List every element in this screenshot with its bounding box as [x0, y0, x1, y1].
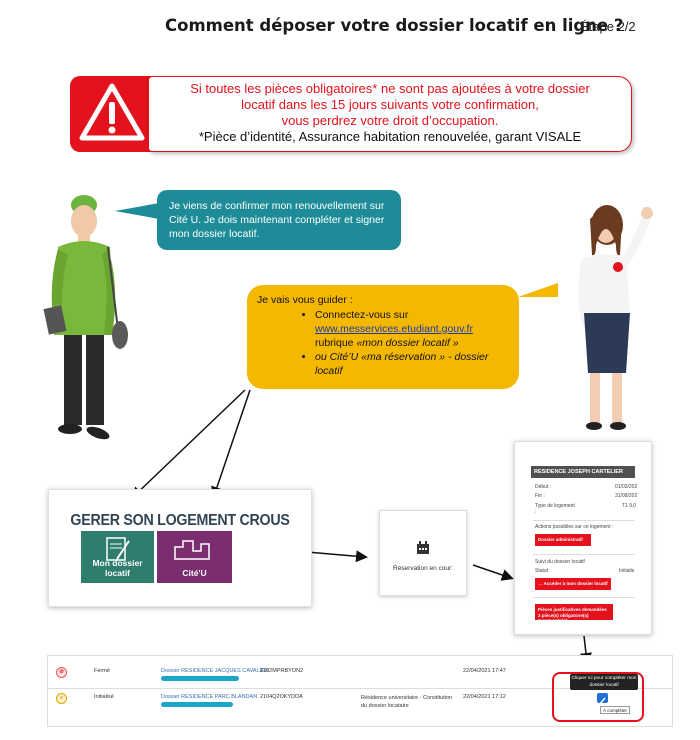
pieces-line-1: Pièces justificatives demandées	[538, 607, 607, 612]
row-dossier-link[interactable]: Dossier RESIDENCE JACQUES CAVALIER	[161, 668, 269, 674]
rubrique-text: rubrique	[315, 337, 354, 349]
student-bubble-tail	[115, 203, 159, 219]
redacted-bar	[161, 676, 239, 681]
step-indicator: Étape 2/2	[580, 19, 636, 34]
reservation-card[interactable]: Réservation en cour:	[379, 510, 467, 596]
residence-name: RESIDENCE JOSEPH CARTELIER	[531, 466, 635, 478]
type-value: T1 9,0	[622, 503, 637, 509]
fin-value: 31/08/202	[615, 493, 638, 499]
pieces-line-2: 2 pièce(s) obligatoire(s) manquante(s)	[538, 612, 589, 624]
tile-dossier-label: Mon dossier locatif	[92, 558, 143, 578]
type-label: Type de logement :	[535, 503, 575, 515]
warning-banner: Si toutes les pièces obligatoires* ne so…	[70, 76, 632, 152]
tile-mon-dossier-locatif[interactable]: Mon dossier locatif	[81, 531, 154, 583]
warning-triangle-icon	[79, 83, 145, 141]
student-speech-bubble: Je viens de confirmer mon renouvellement…	[157, 190, 401, 250]
pencil-icon	[599, 697, 606, 705]
warning-icon-panel	[70, 76, 154, 152]
complete-tooltip: Cliquer ici pour compléter mon dossier l…	[570, 674, 638, 690]
row-date: 22/04/2021 17:47	[463, 668, 506, 674]
row-status: Fermé	[94, 668, 110, 674]
dossier-table: ⊘ Fermé Dossier RESIDENCE JACQUES CAVALI…	[47, 655, 673, 727]
residence-card: RESIDENCE JOSEPH CARTELIER Début : 01/03…	[514, 441, 652, 635]
warning-line-3: vous perdrez votre droit d’occupation.	[281, 113, 499, 128]
complete-action-highlight	[552, 672, 644, 722]
row-reference: 2104Q2OKYDDA	[260, 694, 303, 700]
statut-value: Initialis	[619, 568, 635, 574]
rubrique-name: «mon dossier locatif »	[356, 337, 459, 349]
acceder-dossier-button[interactable]: → Accéder à mon dossier locatif	[535, 578, 611, 590]
actions-label: Actions possibles sur ce logement :	[535, 524, 614, 530]
redacted-bar	[161, 702, 233, 707]
warning-message-box: Si toutes les pièces obligatoires* ne so…	[148, 76, 632, 152]
guide-bubble-tail	[518, 283, 558, 297]
buildings-icon	[174, 540, 210, 560]
warning-footnote: *Pièce d’identité, Assurance habitation …	[198, 129, 582, 144]
row-date: 22/04/2021 17:12	[463, 694, 506, 700]
table-row[interactable]: ⊘ Fermé Dossier RESIDENCE JACQUES CAVALI…	[48, 658, 672, 688]
edit-dossier-button[interactable]	[597, 693, 608, 705]
guide-steps-list: Connectez-vous sur www.messervices.etudi…	[257, 308, 509, 378]
warning-message: Si toutes les pièces obligatoires* ne so…	[149, 81, 631, 145]
fin-label: Fin :	[535, 493, 545, 499]
closed-status-icon: ⊘	[56, 667, 67, 678]
divider	[533, 554, 635, 555]
a-completer-button[interactable]: À compléter	[600, 706, 630, 714]
page-title: Comment déposer votre dossier locatif en…	[165, 16, 624, 35]
debut-label: Début :	[535, 484, 552, 490]
debut-value: 01/03/202	[615, 484, 638, 490]
divider	[533, 597, 635, 598]
tile-cite-u[interactable]: Cité'U	[157, 531, 232, 583]
row-description: Résidence universitaire - Constitution d…	[361, 695, 453, 709]
row-status: Initialisé	[94, 694, 114, 700]
dossier-administratif-button[interactable]: Dossier administratif	[535, 534, 591, 546]
gerer-logement-card: GERER SON LOGEMENT CROUS Mon dossier loc…	[48, 489, 312, 607]
document-pen-icon	[106, 537, 130, 561]
messervices-link[interactable]: www.messervices.etudiant.gouv.fr	[315, 323, 473, 335]
row-dossier-link[interactable]: Dossier RESIDENCE PARC BLANDAN	[161, 694, 258, 700]
tile-citeu-label: Cité'U	[182, 568, 207, 578]
gerer-title: GERER SON LOGEMENT CROUS	[70, 512, 290, 529]
page-header: Comment déposer votre dossier locatif en…	[0, 16, 700, 40]
pieces-justificatives-button[interactable]: Pièces justificatives demandées 2 pièce(…	[535, 604, 613, 623]
guide-step-connect: Connectez-vous sur www.messervices.etudi…	[315, 308, 509, 350]
guide-speech-bubble: Je vais vous guider : Connectez-vous sur…	[247, 285, 519, 389]
suivi-label: Suivi du dossier locatif	[535, 559, 585, 565]
connect-prefix: Connectez-vous sur	[315, 309, 409, 321]
divider	[533, 520, 635, 521]
reservation-label: Réservation en cour:	[393, 565, 453, 572]
citeu-text: ou Cité’U «ma réservation » - dossier lo…	[315, 351, 489, 377]
row-reference: 2102MPRBYON2	[260, 668, 304, 674]
table-row[interactable]: ≡ Initialisé Dossier RESIDENCE PARC BLAN…	[48, 690, 672, 720]
student-illustration	[43, 195, 128, 440]
guide-intro: Je vais vous guider :	[257, 294, 353, 306]
row-divider	[48, 688, 672, 689]
guide-step-citeu: ou Cité’U «ma réservation » - dossier lo…	[315, 350, 509, 378]
statut-label: Statut	[535, 568, 549, 574]
pending-status-icon: ≡	[56, 693, 67, 704]
warning-line-2: locatif dans les 15 jours suivants votre…	[241, 97, 539, 112]
advisor-illustration	[578, 205, 653, 430]
warning-line-1: Si toutes les pièces obligatoires* ne so…	[190, 81, 590, 96]
calendar-icon	[417, 541, 429, 554]
